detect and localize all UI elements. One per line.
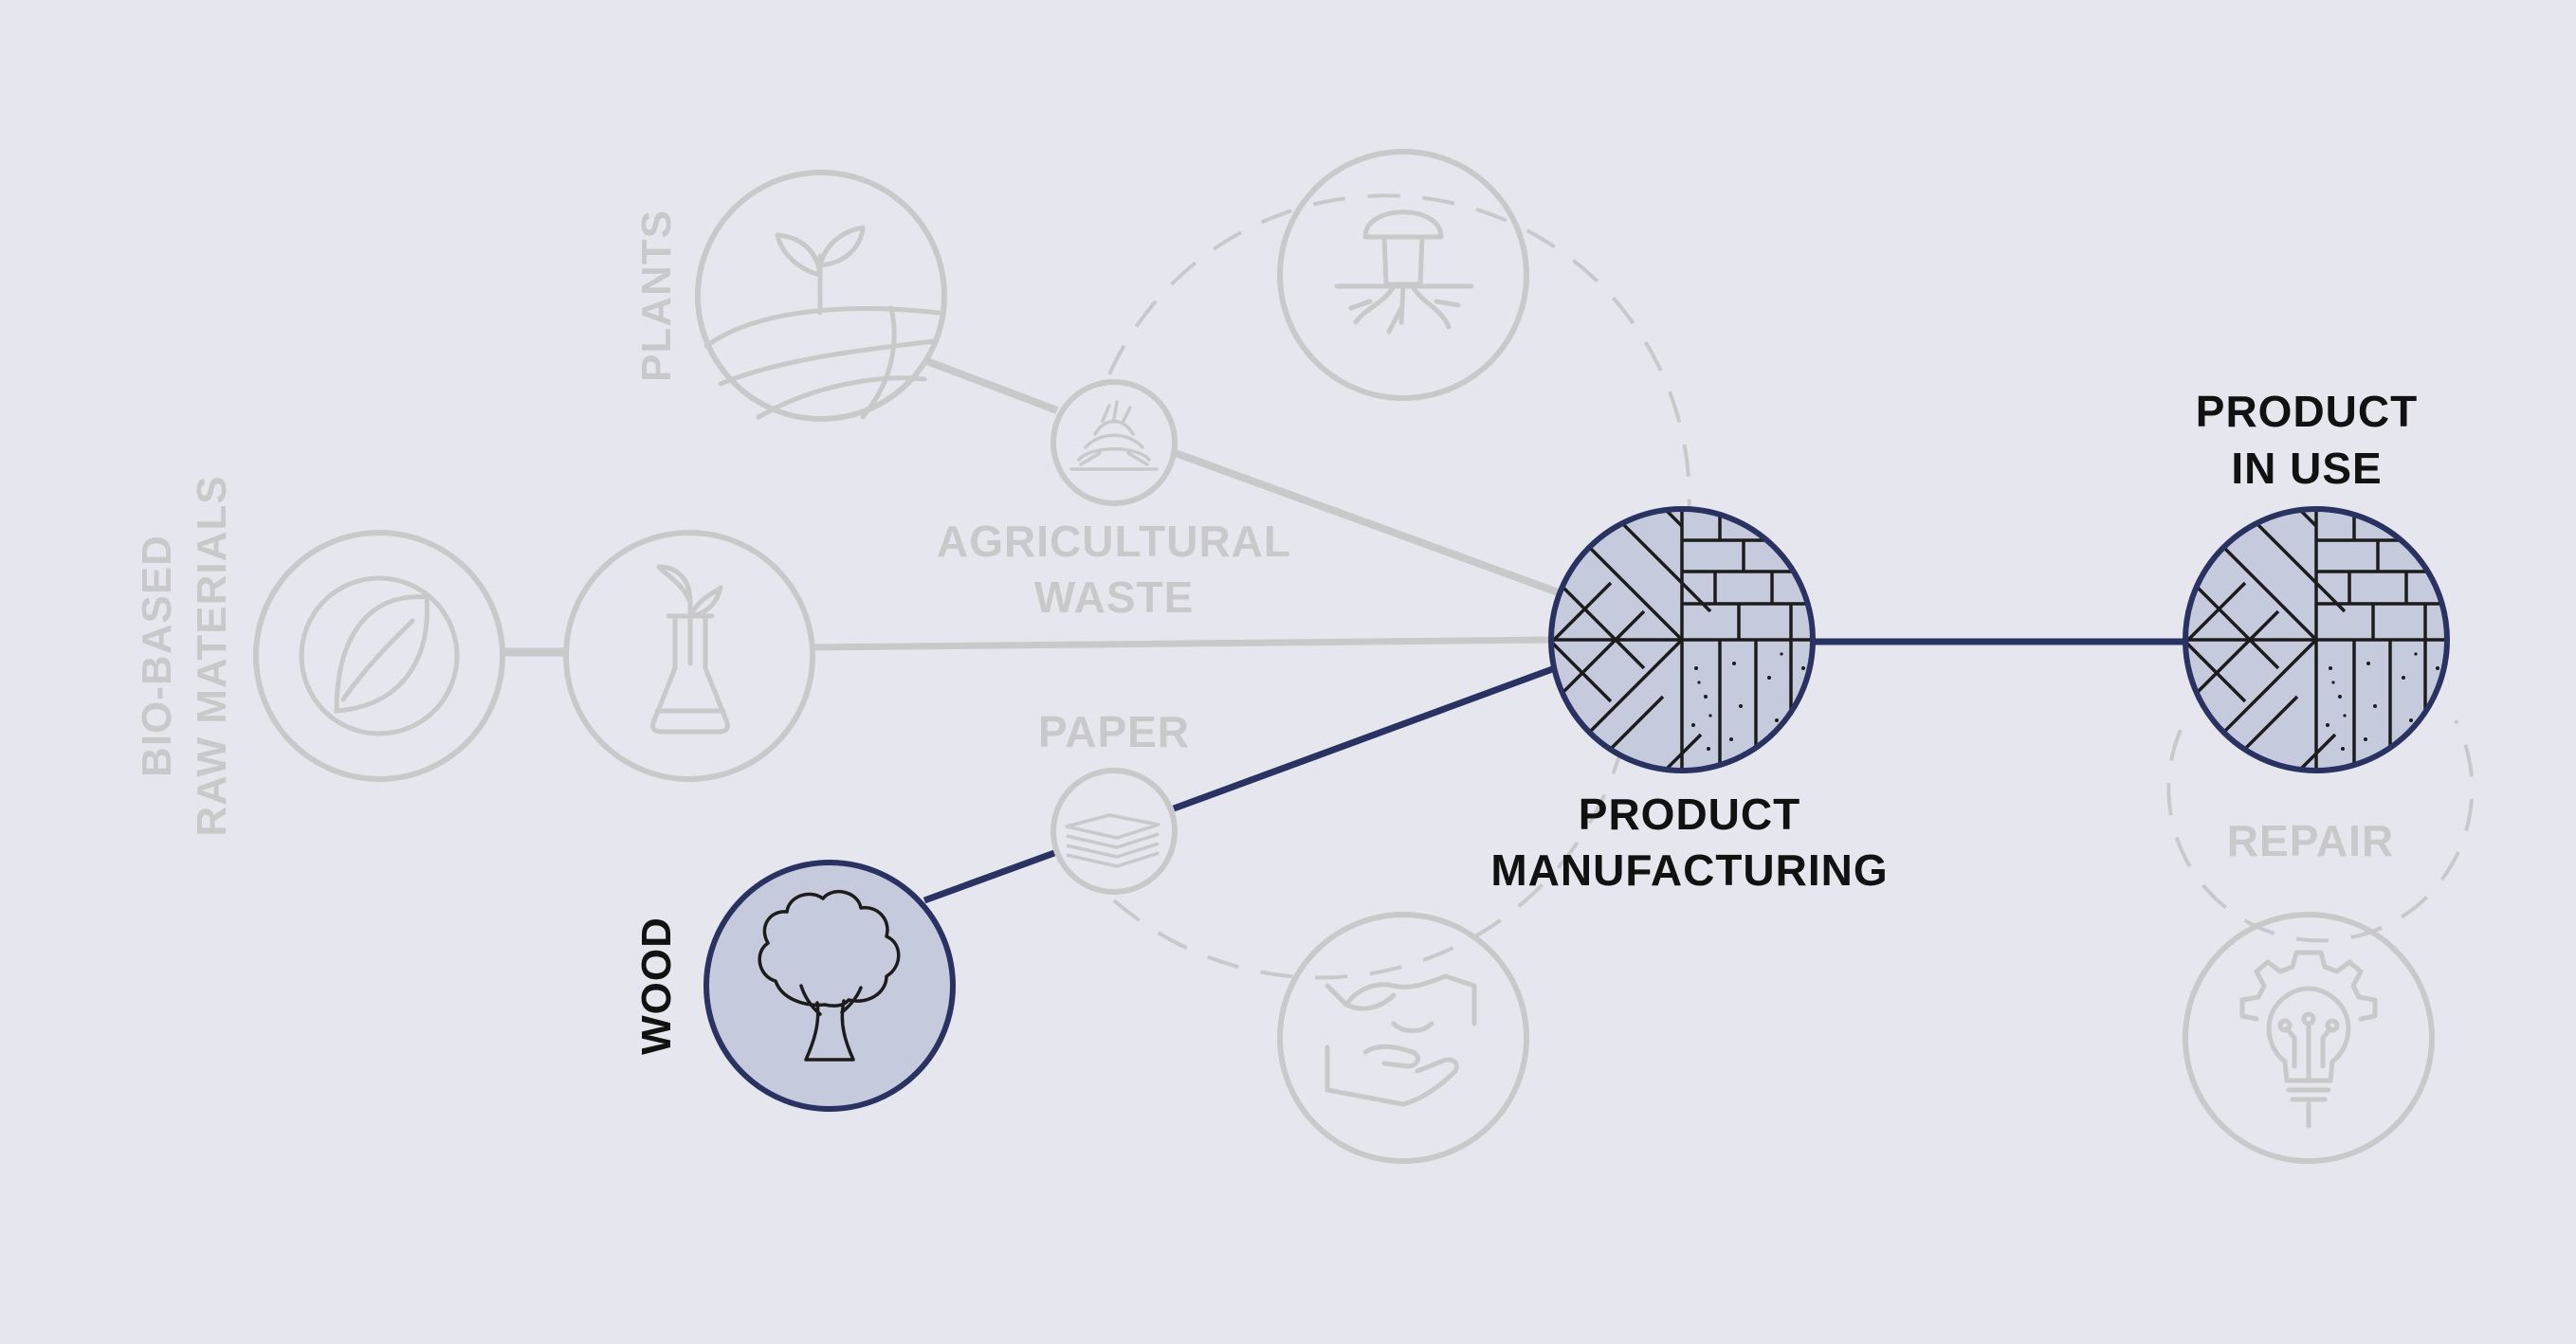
connector-paper-manufacturing	[1172, 664, 1557, 812]
bio-based-node[interactable]	[253, 530, 505, 782]
bio-based-label-line2: RAW MATERIALS	[189, 475, 235, 836]
in-use-label-line1: PRODUCT	[2196, 387, 2418, 436]
agricultural-label-line1: AGRICULTURAL	[937, 517, 1291, 566]
connector-plants-agri	[923, 356, 1059, 414]
in-use-label-line2: IN USE	[2231, 444, 2382, 493]
plants-node[interactable]	[695, 170, 947, 422]
wood-node[interactable]	[703, 860, 956, 1112]
leaf-icon	[299, 575, 460, 736]
paper-stack-icon	[1065, 813, 1160, 868]
connector-wood-paper	[923, 849, 1056, 904]
straw-pile-icon	[1069, 400, 1159, 471]
plants-label: PLANTS	[633, 209, 680, 382]
bio-based-label: BIO-BASED RAW MATERIALS	[134, 475, 235, 836]
agricultural-label-line2: WASTE	[1034, 572, 1195, 622]
innovation-node[interactable]	[2183, 912, 2435, 1164]
manufacturing-label-line1: PRODUCT	[1579, 790, 1800, 839]
material-pattern-icon	[2185, 509, 2447, 771]
connector-lab-manufacturing	[812, 636, 1552, 651]
flask-sprout-icon	[650, 564, 730, 735]
paper-label: PAPER	[1038, 707, 1190, 756]
repair-label: REPAIR	[2227, 816, 2394, 865]
material-pattern-icon	[1551, 509, 1813, 771]
sprout-field-icon	[703, 225, 941, 420]
lightbulb-gear-icon	[2239, 950, 2378, 1129]
agricultural-loop-dashed	[1107, 193, 1691, 532]
tree-icon	[758, 889, 901, 1062]
manufacturing-node[interactable]	[1521, 479, 1824, 801]
in-use-node[interactable]	[2155, 479, 2458, 801]
lab-node[interactable]	[563, 530, 815, 782]
paper-node[interactable]	[1050, 768, 1178, 895]
connector-agri-manufacturing	[1171, 448, 1562, 597]
repair-loop-dashed	[2166, 719, 2475, 943]
mushroom-roots-icon	[1334, 209, 1474, 335]
agricultural-waste-node[interactable]	[1050, 379, 1178, 506]
hands-icon	[1325, 973, 1477, 1107]
recycle-node[interactable]	[1277, 912, 1529, 1164]
wood-label: WOOD	[633, 917, 680, 1055]
bio-based-label-line1: BIO-BASED	[134, 535, 180, 777]
fungi-node[interactable]	[1277, 149, 1529, 401]
manufacturing-label-line2: MANUFACTURING	[1490, 845, 1888, 895]
